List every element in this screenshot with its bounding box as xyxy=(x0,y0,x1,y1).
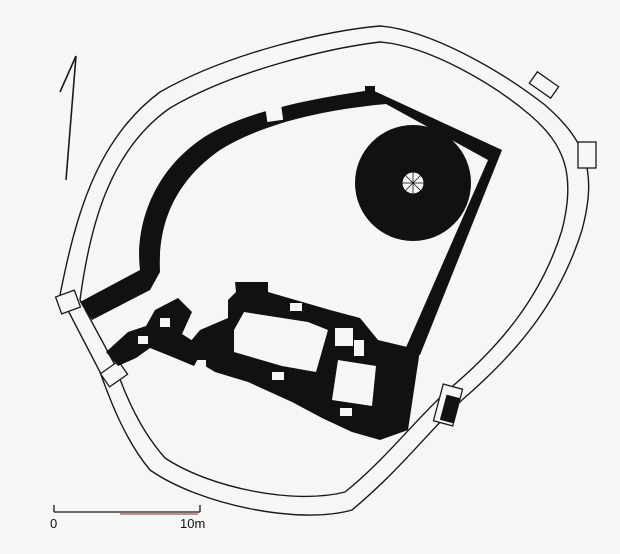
scale-bar: 0 10m xyxy=(50,505,205,531)
wall-gap-north xyxy=(264,101,284,123)
turret-ne xyxy=(528,70,560,100)
curtain-wall xyxy=(80,90,502,355)
room-west xyxy=(234,312,328,372)
inner-ditch-line xyxy=(79,41,569,498)
turret-w xyxy=(54,289,82,315)
gate-door xyxy=(160,318,170,327)
door-2 xyxy=(272,372,284,380)
stair-treads xyxy=(402,172,424,194)
north-arrow-icon xyxy=(59,55,77,181)
gate-door-2 xyxy=(138,336,148,344)
door-1 xyxy=(290,303,302,311)
turret-sw xyxy=(99,360,129,388)
room-small xyxy=(335,328,353,346)
ne-wall-cap xyxy=(365,86,375,94)
turret-se-fill xyxy=(439,394,461,424)
door-5 xyxy=(196,360,206,372)
room-east xyxy=(332,360,376,406)
door-4 xyxy=(354,340,364,356)
outer-ditch-line xyxy=(59,25,590,516)
door-3 xyxy=(340,408,352,416)
scale-start-label: 0 xyxy=(50,516,57,531)
scale-end-label: 10m xyxy=(180,516,205,531)
turret-e xyxy=(577,141,597,169)
gatehouse xyxy=(106,298,204,366)
